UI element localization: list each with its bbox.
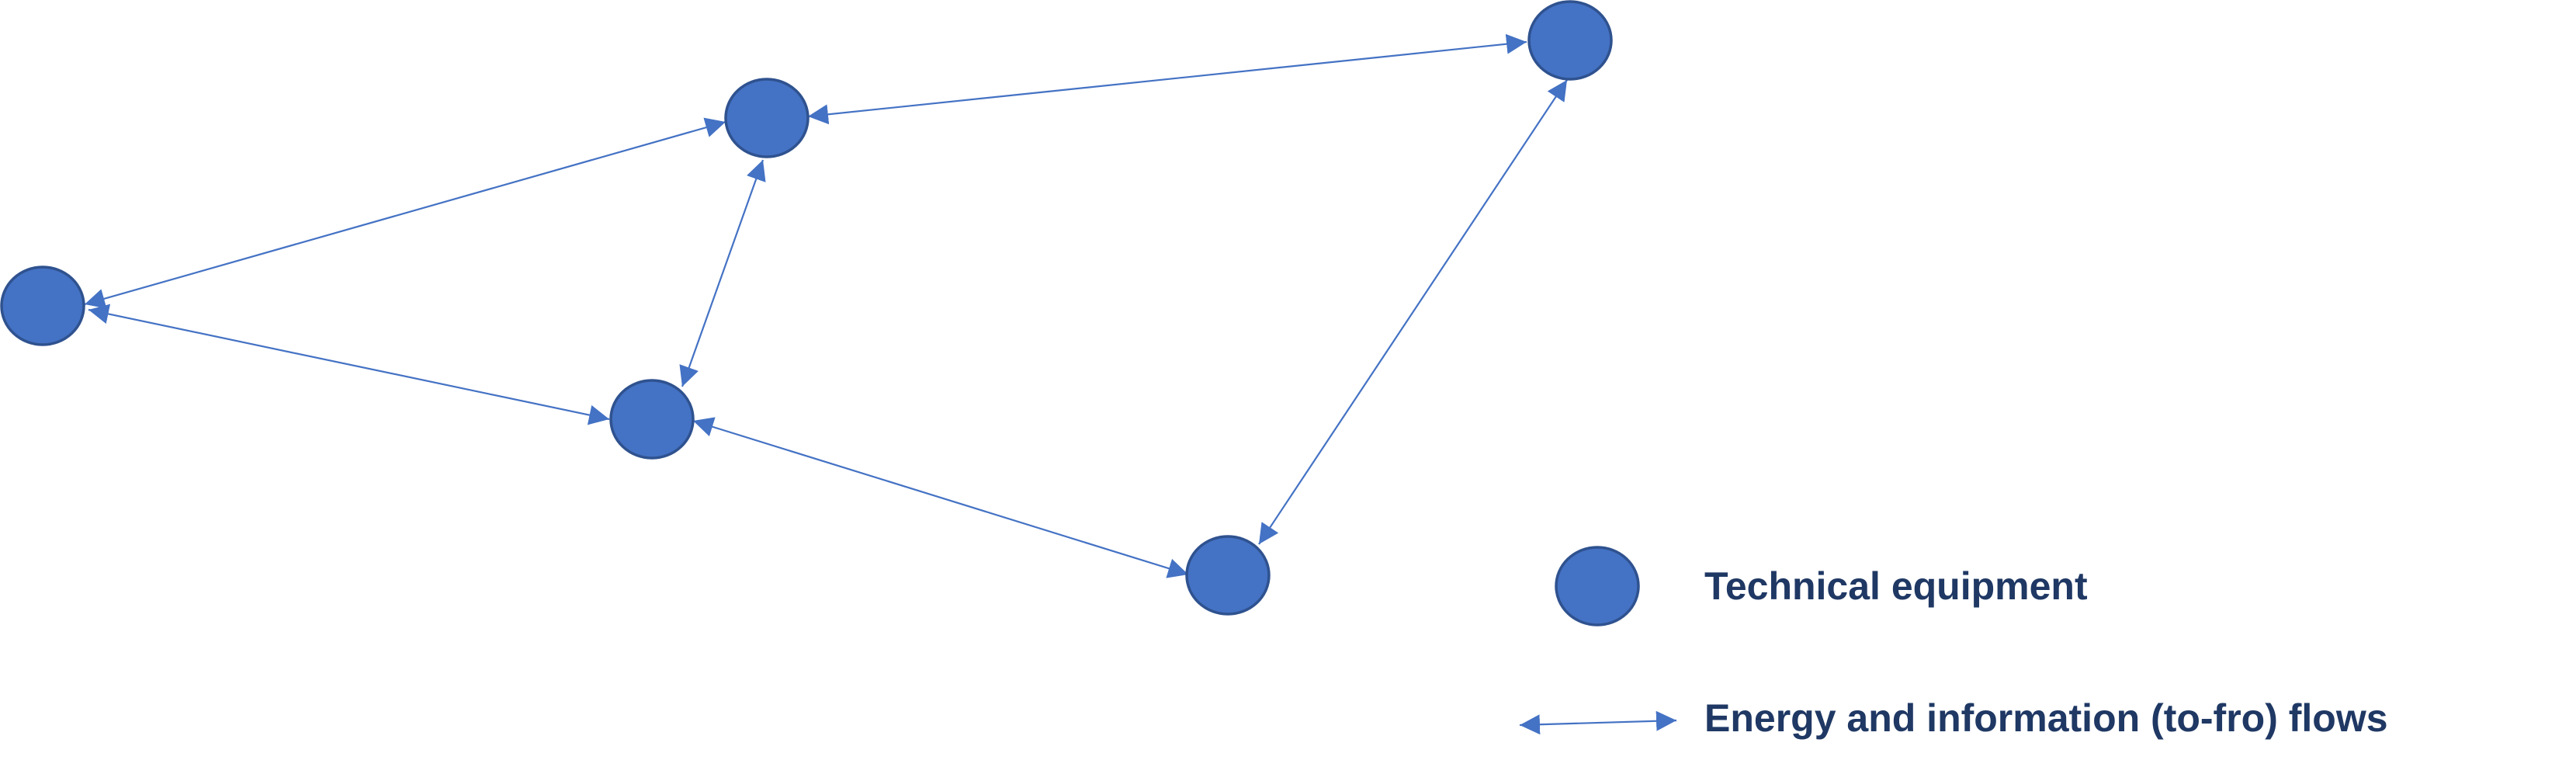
equipment-nodes bbox=[0, 0, 1613, 616]
legend-label-technical-equipment: Technical equipment bbox=[1704, 564, 2088, 608]
legend-flow-symbol bbox=[1519, 710, 1677, 735]
node-bottom-center bbox=[1185, 535, 1271, 616]
flow-edge-middle-bottomcenter bbox=[692, 417, 1189, 578]
flow-edge-topcenter-topright bbox=[807, 33, 1527, 125]
node-top-center bbox=[724, 78, 810, 158]
legend-node-symbol bbox=[1555, 546, 1640, 626]
node-middle bbox=[609, 379, 695, 460]
legend bbox=[1519, 546, 1677, 735]
flow-edge-left-middle bbox=[88, 304, 610, 425]
flow-edges bbox=[84, 33, 1568, 578]
legend-label-energy-information-flows: Energy and information (to-fro) flows bbox=[1704, 696, 2388, 740]
node-top-right bbox=[1527, 0, 1613, 81]
flow-edge-topcenter-left bbox=[84, 117, 726, 309]
flow-edge-topright-bottomcenter bbox=[1258, 79, 1568, 545]
flow-edge-topcenter-middle bbox=[679, 159, 766, 387]
node-left bbox=[0, 266, 85, 346]
